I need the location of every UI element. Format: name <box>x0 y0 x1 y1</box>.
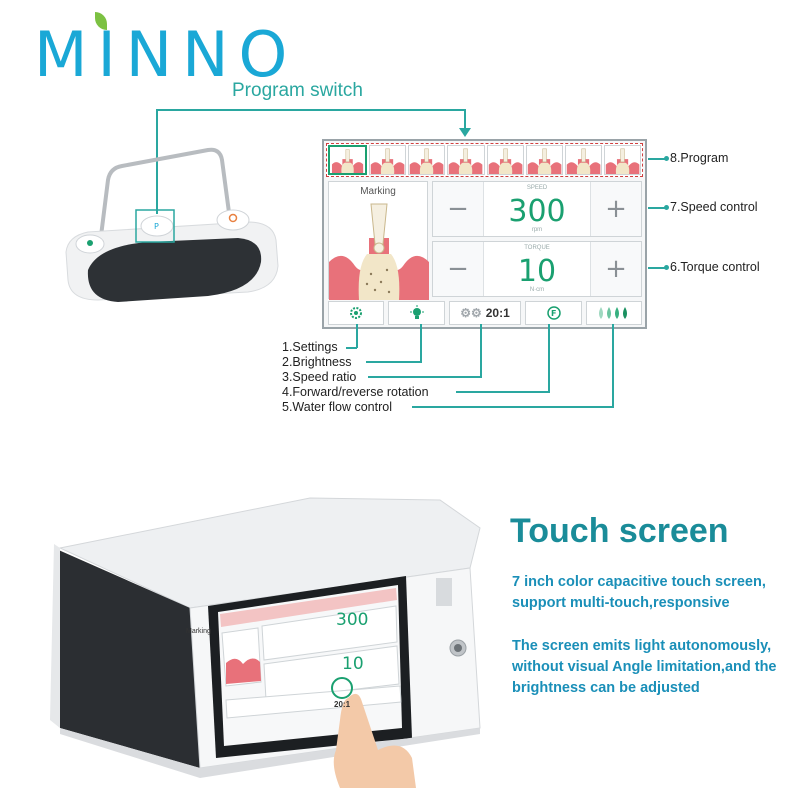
program-tooth-icon <box>370 148 405 174</box>
connector-line <box>420 324 422 362</box>
svg-text:F: F <box>551 309 556 318</box>
torque-display: TORQUE 10 N·cm <box>483 242 591 296</box>
program-tooth-icon <box>331 149 364 173</box>
program-3-button[interactable] <box>408 145 446 175</box>
torque-value: 10 <box>517 254 557 289</box>
program-strip <box>326 143 643 177</box>
touch-desc-line-5: brightness can be adjusted <box>512 680 700 696</box>
torque-control: − TORQUE 10 N·cm + <box>432 241 642 297</box>
marking-label: Marking <box>360 186 396 197</box>
program-tooth-icon <box>488 148 522 174</box>
callout-speed-control: 7.Speed control <box>670 200 758 214</box>
speed-decrease-button[interactable]: − <box>447 194 469 224</box>
svg-text:P: P <box>154 222 159 231</box>
program-switch-label: Program switch <box>232 80 363 101</box>
marking-panel: Marking <box>328 181 429 300</box>
program-tooth-icon <box>449 148 483 174</box>
device-torque-value: 10 <box>342 654 364 674</box>
touch-desc-line-2: support multi-touch,responsive <box>512 595 730 611</box>
callout-program: 8.Program <box>670 151 729 165</box>
program-tooth-icon <box>410 148 444 174</box>
callout-speed-ratio: 3.Speed ratio <box>282 370 357 384</box>
speed-ratio-button[interactable]: ⚙⚙ 20:1 <box>448 301 522 325</box>
program-tooth-icon <box>566 148 601 174</box>
connector-line <box>412 406 614 408</box>
program-tooth-icon <box>527 148 561 174</box>
gear-icon: ⚙⚙ <box>460 306 482 320</box>
device-ratio-value: 20:1 <box>334 700 351 709</box>
torque-unit: N·cm <box>529 287 545 293</box>
speed-unit: rpm <box>531 227 543 233</box>
program-2-button[interactable] <box>369 145 407 175</box>
speed-value: 300 <box>508 194 566 229</box>
arrow-down-icon <box>459 128 471 137</box>
program-1-button[interactable] <box>328 145 368 175</box>
connector-line <box>612 324 614 407</box>
brightness-icon <box>409 305 424 319</box>
program-4-button[interactable] <box>447 145 485 175</box>
connector-line <box>648 267 666 269</box>
torque-increase-button[interactable]: + <box>605 254 627 284</box>
device-image: Marking 300 10 20:1 <box>40 488 510 788</box>
callout-settings: 1.Settings <box>282 340 338 354</box>
settings-button[interactable] <box>328 301 385 325</box>
brand-logo: MINNO <box>34 18 298 91</box>
rotation-icon: F <box>546 306 561 320</box>
connector-line <box>346 347 357 349</box>
touch-desc-line-4: without visual Angle limitation,and the <box>512 659 777 675</box>
callout-torque-control: 6.Torque control <box>670 260 760 274</box>
touch-screen-title: Touch screen <box>510 512 729 550</box>
program-8-button[interactable] <box>603 145 641 175</box>
connector-dot <box>664 156 669 161</box>
bottom-toolbar: ⚙⚙ 20:1 F <box>328 301 643 325</box>
connector-line <box>648 207 666 209</box>
leaf-icon <box>95 12 107 30</box>
water-flow-button[interactable] <box>585 301 643 325</box>
settings-icon <box>350 307 363 319</box>
touch-desc-line-3: The screen emits light autonomously, <box>512 638 772 654</box>
tooth-drill-illustration <box>329 203 429 300</box>
connector-line <box>456 391 550 393</box>
touch-desc-line-1: 7 inch color capacitive touch screen, <box>512 574 766 590</box>
connector-line <box>548 324 550 392</box>
rotation-button[interactable]: F <box>525 301 582 325</box>
speed-control: − SPEED 300 rpm + <box>432 181 642 237</box>
connector-line <box>480 324 482 377</box>
speed-ratio-value: 20:1 <box>485 306 510 320</box>
connector-line <box>464 109 466 133</box>
speed-increase-button[interactable]: + <box>605 194 627 224</box>
brightness-button[interactable] <box>388 301 445 325</box>
program-6-button[interactable] <box>525 145 563 175</box>
device-marking-label: Marking <box>186 628 211 635</box>
program-5-button[interactable] <box>486 145 524 175</box>
program-tooth-icon <box>605 148 640 174</box>
footswitch-image: P <box>58 140 288 310</box>
speed-display: SPEED 300 rpm <box>483 182 591 236</box>
connector-line <box>366 361 422 363</box>
speed-caption: SPEED <box>526 185 548 191</box>
connector-line <box>356 324 358 348</box>
connector-line <box>156 109 465 111</box>
callout-rotation: 4.Forward/reverse rotation <box>282 385 429 399</box>
connector-dot <box>664 265 669 270</box>
device-speed-value: 300 <box>336 610 369 630</box>
program-7-button[interactable] <box>564 145 602 175</box>
callout-water-flow: 5.Water flow control <box>282 400 392 414</box>
torque-decrease-button[interactable]: − <box>447 254 469 284</box>
touch-screen-diagram: Marking − SPEED 300 rpm + − TORQUE 10 N·… <box>322 139 647 329</box>
callout-brightness: 2.Brightness <box>282 355 352 369</box>
connector-dot <box>664 205 669 210</box>
connector-line <box>368 376 482 378</box>
water-drop-icon <box>598 307 627 319</box>
torque-caption: TORQUE <box>524 245 550 251</box>
connector-line <box>648 158 666 160</box>
